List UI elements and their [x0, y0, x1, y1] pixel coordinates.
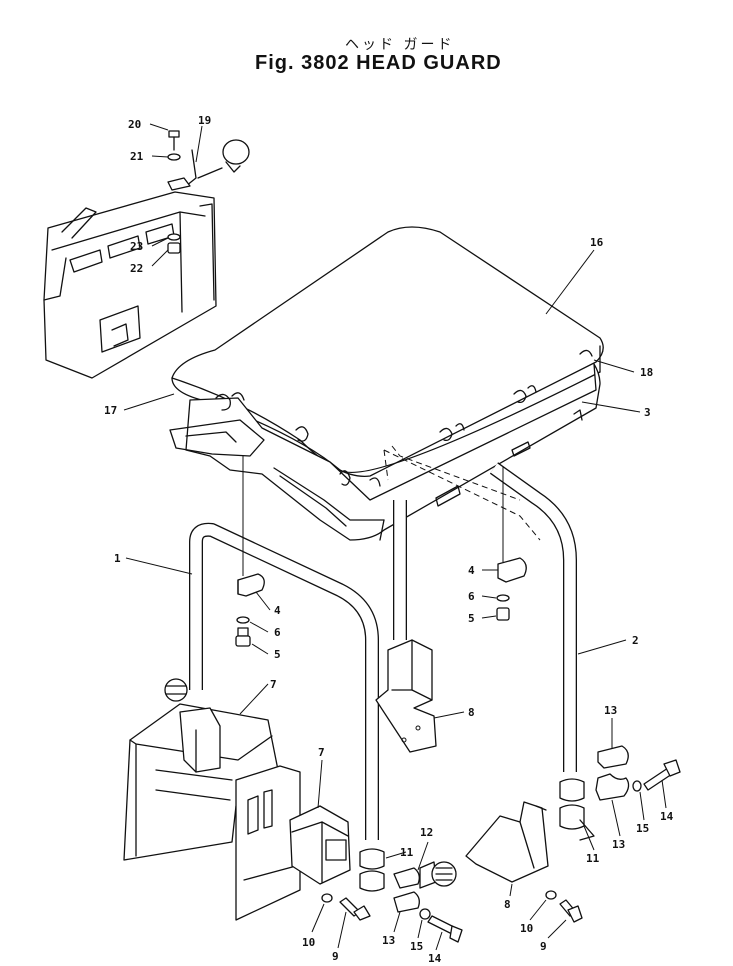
lamp-12	[419, 861, 457, 889]
callout-10-left: 10	[302, 936, 315, 949]
callout-22: 22	[130, 262, 143, 275]
callout-4-left: 4	[274, 604, 281, 617]
callout-17: 17	[104, 404, 117, 417]
callout-14-bottom: 14	[428, 952, 442, 965]
collar-11-left	[359, 848, 385, 892]
bolt-9-right	[559, 899, 583, 923]
callout-16: 16	[590, 236, 604, 249]
callout-6-left: 6	[274, 626, 281, 639]
figure-title: Fig. 3802 HEAD GUARD	[255, 52, 502, 74]
lamp-washer-23	[167, 233, 181, 241]
collar-11-right	[559, 778, 595, 841]
clamp-7-lower	[289, 805, 351, 885]
callout-7-upper: 7	[270, 678, 277, 691]
washer-10-right	[545, 890, 557, 900]
guard-post-right	[393, 462, 577, 772]
washer-10-left	[321, 893, 333, 903]
callout-5-right: 5	[468, 612, 475, 625]
callout-8-center: 8	[468, 706, 475, 719]
callout-5-left: 5	[274, 648, 281, 661]
lamp-nut-22	[167, 242, 181, 254]
bolt-5-right	[496, 607, 510, 621]
callout-23: 23	[130, 240, 143, 253]
washer-6-right	[496, 594, 510, 602]
callout-1: 1	[114, 552, 121, 565]
work-lamp	[167, 139, 250, 191]
callout-9-left: 9	[332, 950, 339, 963]
leader-lines	[123, 123, 667, 951]
guard-post-left	[189, 522, 379, 840]
bracket-4-right	[497, 466, 527, 583]
callout-9-right: 9	[540, 940, 547, 953]
clamp-13-right-lower	[595, 773, 630, 801]
callout-13-bottom: 13	[382, 934, 395, 947]
bolt-14-right	[643, 759, 681, 791]
callout-10-right: 10	[520, 922, 533, 935]
callout-15-bottom: 15	[410, 940, 423, 953]
left-support-frame	[123, 678, 281, 861]
callout-8-lower: 8	[504, 898, 511, 911]
callout-15-right: 15	[636, 822, 649, 835]
bolt-5-left	[235, 627, 251, 647]
callout-labels: 20 19 21 23 22 16 18 17 3 1 4 6 5 4 6 5 …	[104, 114, 674, 965]
callout-19: 19	[198, 114, 211, 127]
callout-21: 21	[130, 150, 144, 163]
clamp-13-bottom-upper	[393, 867, 420, 889]
bolt-9-left	[339, 897, 371, 921]
callout-12: 12	[420, 826, 433, 839]
mount-plate-center	[375, 639, 437, 753]
mount-plate-lower	[465, 801, 549, 883]
clamp-13-right-upper	[597, 745, 629, 769]
washer-6-left	[236, 616, 250, 624]
callout-11-right: 11	[586, 852, 600, 865]
callout-4-right: 4	[468, 564, 475, 577]
lamp-washer-21	[167, 153, 181, 161]
callout-18: 18	[640, 366, 653, 379]
bracket-4-left	[237, 456, 265, 597]
callout-2: 2	[632, 634, 639, 647]
washer-15-bottom	[419, 908, 431, 920]
figure-title-japanese: ヘッド ガード	[345, 37, 455, 53]
side-panel	[235, 765, 301, 921]
lamp-bolt	[168, 130, 180, 151]
callout-3: 3	[644, 406, 651, 419]
clamp-13-bottom-lower	[393, 891, 420, 913]
rear-box	[43, 191, 217, 379]
callout-13-right-upper: 13	[604, 704, 617, 717]
washer-15-right	[632, 780, 642, 792]
callout-20: 20	[128, 118, 141, 131]
callout-13-right-lower: 13	[612, 838, 625, 851]
callout-11-left: 11	[400, 846, 414, 859]
callout-7-lower: 7	[318, 746, 325, 759]
bolt-14-bottom	[427, 915, 463, 943]
callout-14-right: 14	[660, 810, 674, 823]
callout-6-right: 6	[468, 590, 475, 603]
